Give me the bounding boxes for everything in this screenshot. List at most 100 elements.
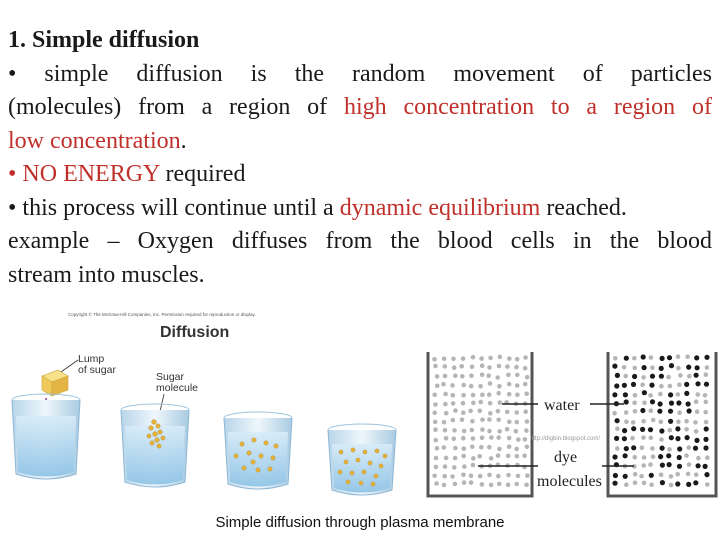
- dye-molecule: [622, 473, 628, 479]
- water-molecule: [432, 419, 438, 425]
- water-molecule: [441, 381, 446, 387]
- water-molecule: [495, 408, 501, 414]
- water-molecule: [641, 463, 646, 468]
- label-lump-2: of sugar: [78, 364, 116, 376]
- water-molecule: [615, 426, 620, 431]
- water-molecule: [461, 392, 466, 398]
- water-molecule: [477, 454, 482, 459]
- dye-molecule: [612, 472, 618, 479]
- water-molecule: [522, 365, 528, 371]
- dye-molecule: [640, 354, 646, 360]
- dye-molecule: [668, 363, 675, 369]
- water-molecule: [506, 372, 511, 378]
- dye-molecule: [676, 463, 683, 469]
- dye-molecule: [703, 445, 709, 451]
- water-molecule: [480, 417, 485, 422]
- water-molecule: [441, 420, 447, 425]
- water-molecule: [489, 435, 494, 440]
- water-molecule: [459, 364, 464, 369]
- water-molecule: [624, 482, 629, 487]
- water-molecule: [676, 419, 681, 425]
- water-molecule: [468, 383, 474, 389]
- water-molecule: [504, 426, 510, 432]
- dye-molecule: [623, 446, 629, 452]
- water-molecule: [434, 374, 440, 379]
- bullet-equilibrium: • this process will continue until a dyn…: [8, 192, 716, 226]
- water-molecule: [650, 417, 656, 423]
- water-molecule: [632, 355, 637, 361]
- water-molecule: [478, 383, 483, 389]
- water-molecule: [623, 410, 629, 415]
- water-molecule: [705, 455, 710, 460]
- water-molecule: [668, 474, 674, 479]
- water-molecule: [678, 373, 683, 378]
- beaker-1-icon: [11, 393, 81, 480]
- water-molecule: [461, 410, 466, 415]
- dye-molecule: [631, 445, 637, 451]
- water-molecule: [522, 437, 528, 442]
- water-molecule: [432, 392, 437, 398]
- dye-molecule: [641, 365, 647, 371]
- water-molecule: [623, 373, 628, 379]
- water-molecule: [470, 462, 476, 468]
- water-molecule: [516, 437, 521, 442]
- dye-molecule: [684, 435, 690, 441]
- water-molecule: [450, 401, 456, 406]
- water-molecule: [514, 410, 520, 415]
- water-molecule: [461, 428, 467, 434]
- water-molecule: [523, 409, 528, 414]
- water-molecule: [641, 435, 646, 440]
- water-molecule: [632, 471, 638, 477]
- water-molecule: [648, 435, 654, 441]
- water-molecule: [504, 409, 510, 415]
- water-molecule: [442, 473, 447, 479]
- water-molecule: [432, 357, 437, 362]
- water-molecule: [632, 392, 638, 398]
- water-molecule: [524, 444, 530, 450]
- label-sugar-2: molecule: [156, 382, 198, 394]
- water-molecule: [666, 374, 671, 380]
- water-molecule: [675, 392, 681, 397]
- water-molecule: [658, 472, 664, 478]
- dye-molecule: [614, 418, 620, 424]
- water-molecule: [497, 400, 503, 405]
- dye-molecule: [685, 401, 691, 407]
- dye-molecule: [623, 355, 629, 361]
- figure-caption: Simple diffusion through plasma membrane: [215, 514, 505, 531]
- dye-molecule: [684, 381, 690, 387]
- dye-molecule: [614, 435, 620, 441]
- water-molecule: [434, 383, 440, 389]
- dye-molecule: [704, 472, 710, 478]
- dye-molecule: [668, 418, 674, 424]
- dye-molecule: [694, 437, 700, 443]
- water-molecule: [506, 391, 512, 397]
- dye-molecule: [612, 363, 618, 369]
- water-molecule: [524, 428, 529, 433]
- water-molecule: [497, 429, 502, 434]
- dye-molecule: [675, 426, 681, 432]
- dye-molecule: [612, 392, 618, 398]
- dye-molecule: [668, 400, 675, 406]
- water-molecule: [648, 393, 653, 398]
- water-molecule: [703, 372, 709, 377]
- water-molecule: [468, 480, 474, 485]
- dye-molecule: [703, 426, 709, 432]
- water-molecule: [496, 481, 502, 487]
- water-molecule: [469, 373, 474, 378]
- dye-molecule: [649, 373, 656, 379]
- water-molecule: [487, 400, 493, 406]
- water-molecule: [470, 418, 475, 424]
- water-molecule: [693, 472, 699, 477]
- water-molecule: [621, 365, 627, 370]
- container-right-icon: [606, 352, 718, 498]
- water-molecule: [460, 400, 466, 406]
- water-molecule: [471, 456, 476, 461]
- water-molecule: [487, 444, 492, 450]
- water-molecule: [459, 417, 465, 422]
- dye-diffusion-svg: water dye molecules http://digbin.blogsp…: [418, 344, 720, 506]
- water-molecule: [479, 363, 485, 368]
- dye-molecule: [675, 481, 681, 487]
- water-molecule: [497, 446, 502, 452]
- water-molecule: [479, 482, 485, 487]
- water-molecule: [487, 472, 492, 478]
